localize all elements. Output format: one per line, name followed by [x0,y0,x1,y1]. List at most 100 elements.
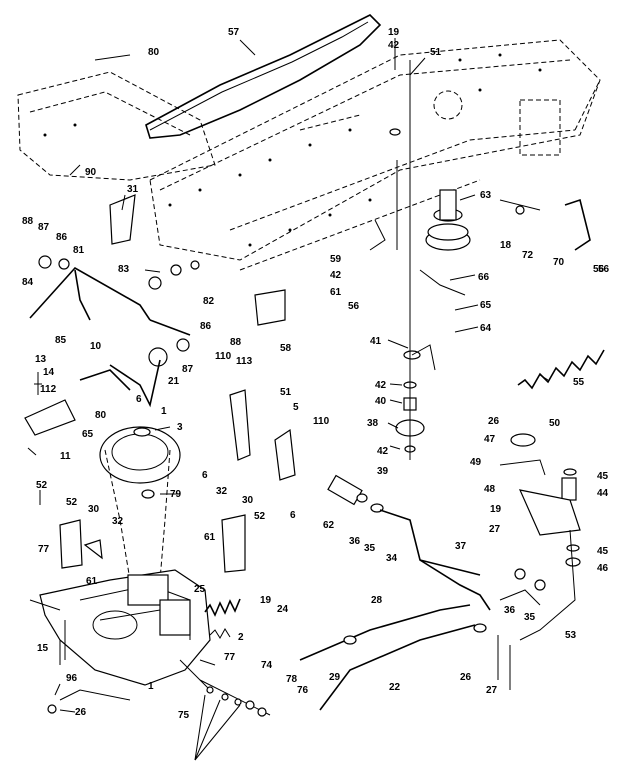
callout-label: 56 [593,264,605,275]
callout-label: 70 [553,257,565,268]
callout-label: 86 [200,321,212,332]
callout-label: 51 [430,47,442,58]
callout-label: 26 [488,416,500,427]
callout-label: 61 [204,532,216,543]
springs [204,349,605,639]
callout-label: 42 [375,380,387,391]
callout-label: 76 [297,685,309,696]
callout-label: 88 [22,216,34,227]
callout-label: 56 [348,301,360,312]
callout-label: 19 [388,27,400,38]
callout-label: 36 [349,536,361,547]
callout-label: 113 [236,356,253,367]
callout-label: 72 [522,250,534,261]
callout-label: 90 [85,167,97,178]
callout-label: 27 [489,524,501,535]
callout-label: 39 [377,466,389,477]
callout-label: 35 [364,543,376,554]
callout-label: 27 [486,685,498,696]
callout-label: 26 [75,707,87,718]
callout-label: 58 [280,343,292,354]
callout-label: 61 [86,576,98,587]
idler-stack [369,60,471,460]
callout-label: 25 [194,584,206,595]
callout-label: 32 [216,486,228,497]
transaxle-pulley [99,426,181,581]
callout-label: 53 [565,630,577,641]
callout-label: 21 [168,376,180,387]
callout-label: 22 [389,682,401,693]
callout-label: 52 [254,511,266,522]
callout-label: 61 [330,287,342,298]
callout-label: 57 [228,27,240,38]
callout-label: 45 [597,546,609,557]
callout-label: 49 [470,457,482,468]
brackets-middle [59,289,296,573]
callout-label: 50 [549,418,561,429]
callout-label: 80 [95,410,107,421]
callout-label: 13 [35,354,47,365]
callout-label: 42 [377,446,389,457]
callout-label: 31 [127,184,139,195]
callout-label: 65 [480,300,492,311]
callout-label: 10 [90,341,102,352]
callout-label: 19 [490,504,502,515]
callout-label: 42 [388,40,400,51]
callout-label: 38 [367,418,379,429]
callout-label: 59 [330,254,342,265]
callout-label: 78 [286,674,298,685]
callout-label: 56 [598,264,610,275]
callout-label: 45 [597,471,609,482]
callout-label: 79 [170,489,182,500]
frame-outline [17,39,601,271]
callout-labels: 57 19 42 51 80 90 31 83 88 87 86 81 84 8… [22,27,610,721]
frame-holes [43,53,542,247]
callout-label: 77 [224,652,236,663]
steering-linkage [24,194,200,436]
callout-label: 110 [313,416,330,427]
callout-label: 88 [230,337,242,348]
leader-lines [27,38,549,761]
callout-label: 74 [261,660,273,671]
callout-label: 80 [148,47,160,58]
callout-label: 112 [40,384,57,395]
callout-label: 47 [484,434,496,445]
callout-label: 41 [370,336,382,347]
drive-belt [145,14,382,139]
callout-label: 83 [118,264,130,275]
callout-label: 81 [73,245,85,256]
callout-label: 19 [260,595,272,606]
callout-label: 75 [178,710,190,721]
callout-label: 62 [323,520,335,531]
callout-label: 96 [66,673,78,684]
callout-label: 55 [573,377,585,388]
callout-label: 35 [524,612,536,623]
callout-label: 84 [22,277,34,288]
callout-label: 5 [293,402,299,413]
callout-label: 30 [88,504,100,515]
callout-label: 30 [242,495,254,506]
callout-label: 32 [112,516,124,527]
callout-label: 11 [60,451,71,462]
callout-label: 87 [38,222,50,233]
callout-label: 65 [82,429,94,440]
callout-label: 6 [290,510,296,521]
callout-label: 48 [484,484,496,495]
callout-label: 34 [386,553,398,564]
callout-label: 40 [375,396,387,407]
callout-label: 14 [43,367,55,378]
callout-label: 82 [203,296,215,307]
callout-label: 3 [177,422,183,433]
callout-label: 18 [500,240,512,251]
callout-label: 26 [460,672,472,683]
callout-label: 110 [215,351,232,362]
callout-label: 86 [56,232,68,243]
callout-label: 44 [597,488,609,499]
callout-label: 87 [182,364,194,375]
callout-label: 46 [597,563,609,574]
callout-label: 66 [478,272,490,283]
callout-label: 42 [330,270,342,281]
callout-label: 6 [136,394,142,405]
callout-label: 85 [55,335,67,346]
